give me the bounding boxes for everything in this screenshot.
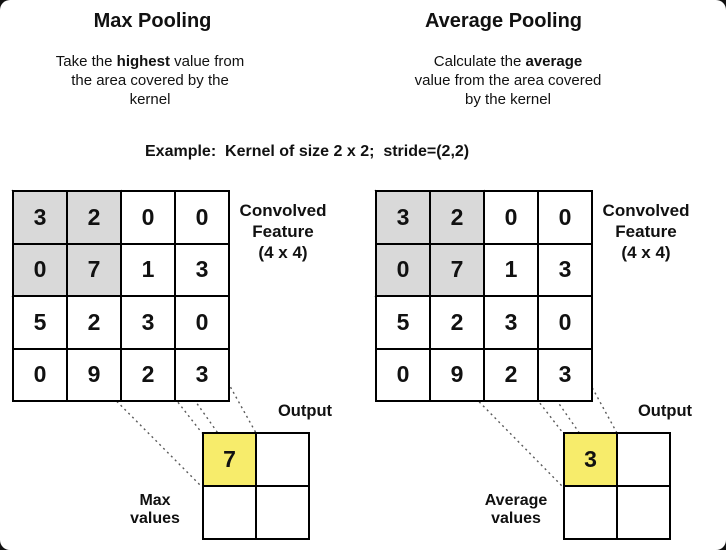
- output-cell: [564, 486, 617, 539]
- label-line: (4 x 4): [258, 243, 308, 262]
- feature-cell: 2: [484, 348, 538, 401]
- output-cell: 7: [203, 433, 256, 486]
- feature-cell: 7: [67, 243, 121, 296]
- feature-grid-avg: 3 2 0 0 0 7 1 3 5 2 3 0 0 9 2 3: [375, 190, 593, 402]
- feature-cell: 0: [538, 191, 592, 244]
- feature-cell: 5: [376, 296, 430, 349]
- feature-cell: 5: [13, 296, 67, 349]
- desc-text: the area covered by the: [71, 72, 229, 89]
- output-cell: [617, 486, 670, 539]
- label-line: Feature: [615, 222, 677, 241]
- label-line: Feature: [252, 222, 314, 241]
- desc-text: Calculate the: [433, 53, 526, 70]
- feature-grid-max: 3 2 0 0 0 7 1 3 5 2 3 0 0 9 2 3: [12, 190, 230, 402]
- feature-cell: 3: [175, 243, 229, 296]
- output-cell: [256, 433, 309, 486]
- output-label-max: Output: [277, 402, 333, 420]
- feature-cell: 3: [376, 191, 430, 244]
- feature-cell: 2: [121, 348, 175, 401]
- feature-cell: 7: [430, 243, 484, 296]
- desc-bold-word: highest: [116, 53, 170, 70]
- feature-cell: 0: [175, 191, 229, 244]
- feature-cell: 2: [67, 191, 121, 244]
- feature-cell: 2: [430, 191, 484, 244]
- feature-cell: 3: [484, 296, 538, 349]
- feature-cell: 0: [484, 191, 538, 244]
- desc-text: value from: [170, 53, 245, 70]
- output-cell: 3: [564, 433, 617, 486]
- feature-cell: 2: [67, 296, 121, 349]
- output-cell: [617, 433, 670, 486]
- example-caption: Example: Kernel of size 2 x 2; stride=(2…: [145, 143, 470, 160]
- feature-cell: 0: [538, 296, 592, 349]
- max-pooling-title: Max Pooling: [93, 10, 212, 32]
- label-line: Max: [139, 492, 171, 509]
- feature-cell: 9: [67, 348, 121, 401]
- average-pooling-title: Average Pooling: [424, 10, 583, 32]
- feature-cell: 3: [175, 348, 229, 401]
- output-cell: [203, 486, 256, 539]
- feature-cell: 1: [484, 243, 538, 296]
- feature-cell: 0: [13, 348, 67, 401]
- label-line: Convolved: [602, 201, 690, 220]
- feature-cell: 3: [121, 296, 175, 349]
- output-cell: [256, 486, 309, 539]
- feature-cell: 3: [538, 243, 592, 296]
- label-line: values: [130, 510, 180, 527]
- feature-cell: 0: [121, 191, 175, 244]
- desc-text: Take the: [55, 53, 117, 70]
- feature-cell: 0: [175, 296, 229, 349]
- desc-text: kernel: [129, 91, 171, 108]
- feature-cell: 0: [376, 243, 430, 296]
- feature-cell: 1: [121, 243, 175, 296]
- average-pooling-description: Calculate the average value from the area…: [378, 52, 638, 109]
- feature-cell: 2: [430, 296, 484, 349]
- feature-cell: 9: [430, 348, 484, 401]
- label-line: Average: [484, 492, 548, 509]
- desc-text: value from the area covered: [414, 72, 602, 89]
- label-line: Convolved: [239, 201, 327, 220]
- feature-cell: 3: [13, 191, 67, 244]
- feature-cell: 3: [538, 348, 592, 401]
- desc-text: by the kernel: [465, 91, 551, 108]
- feature-cell: 0: [376, 348, 430, 401]
- output-grid-max: 7: [202, 432, 310, 540]
- output-grid-avg: 3: [563, 432, 671, 540]
- label-line: (4 x 4): [621, 243, 671, 262]
- desc-bold-word: average: [525, 53, 583, 70]
- label-line: values: [491, 510, 541, 527]
- max-pooling-description: Take the highest value from the area cove…: [20, 52, 280, 109]
- feature-cell: 0: [13, 243, 67, 296]
- output-label-avg: Output: [637, 402, 693, 420]
